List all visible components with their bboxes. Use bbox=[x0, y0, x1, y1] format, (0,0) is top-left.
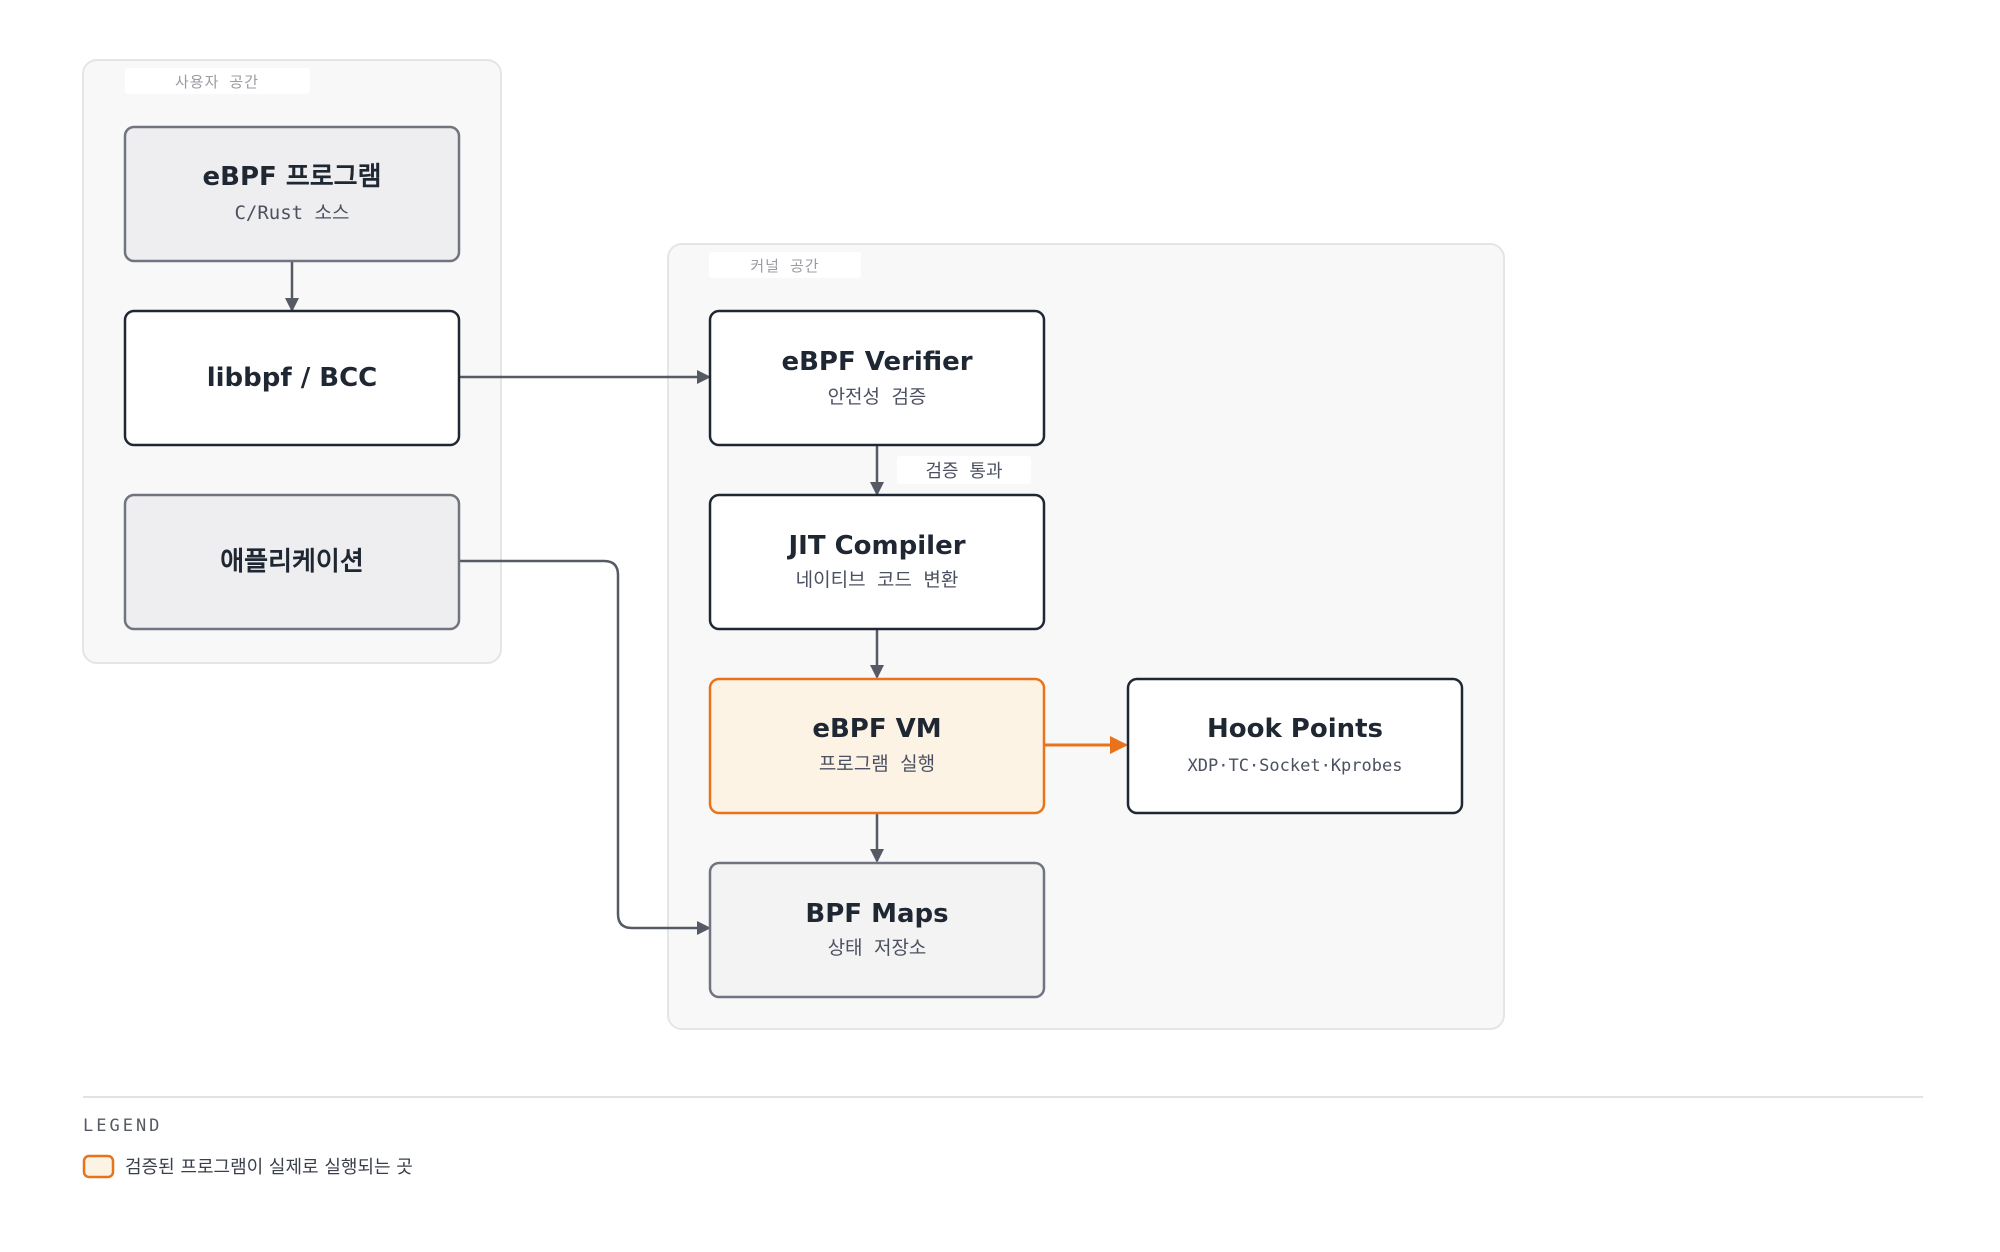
edge-label-verify-pass-text: 검증 통과 bbox=[925, 461, 1002, 482]
node-subtitle: 상태 저장소 bbox=[828, 937, 927, 959]
node-subtitle: XDP·TC·Socket·Kprobes bbox=[1188, 756, 1403, 776]
node-ebpf-vm: eBPF VM 프로그램 실행 bbox=[708, 677, 1046, 815]
node-title: BPF Maps bbox=[805, 899, 948, 929]
node-title: JIT Compiler bbox=[786, 531, 965, 561]
edges bbox=[285, 262, 1128, 935]
node-title: eBPF 프로그램 bbox=[203, 162, 382, 192]
node-application: 애플리케이션 bbox=[123, 493, 461, 631]
legend: LEGEND 검증된 프로그램이 실제로 실행되는 곳 bbox=[82, 1096, 1923, 1179]
node-title: eBPF VM bbox=[812, 714, 941, 744]
node-ebpf-program: eBPF 프로그램 C/Rust 소스 bbox=[123, 125, 461, 263]
legend-title: LEGEND bbox=[83, 1116, 162, 1136]
edge-label-verify-pass: 검증 통과 bbox=[897, 456, 1031, 484]
node-subtitle: 네이티브 코드 변환 bbox=[796, 569, 959, 591]
node-title: 애플리케이션 bbox=[220, 547, 364, 577]
node-ebpf-verifier: eBPF Verifier 안전성 검증 bbox=[708, 309, 1046, 447]
legend-swatch-executed bbox=[82, 1154, 115, 1179]
node-subtitle: 프로그램 실행 bbox=[819, 753, 935, 775]
node-jit-compiler: JIT Compiler 네이티브 코드 변환 bbox=[708, 493, 1046, 631]
node-subtitle: 안전성 검증 bbox=[828, 386, 927, 408]
node-bpf-maps: BPF Maps 상태 저장소 bbox=[708, 861, 1046, 999]
edge-application-to-maps bbox=[460, 559, 711, 935]
node-libbpf-bcc: libbpf / BCC bbox=[123, 309, 461, 447]
legend-item-label: 검증된 프로그램이 실제로 실행되는 곳 bbox=[125, 1157, 413, 1178]
node-subtitle: C/Rust 소스 bbox=[234, 202, 349, 224]
group-label-kernel-space: 커널 공간 bbox=[750, 257, 819, 275]
group-label-user-space: 사용자 공간 bbox=[175, 73, 259, 91]
node-hook-points: Hook Points XDP·TC·Socket·Kprobes bbox=[1126, 677, 1464, 815]
node-title: eBPF Verifier bbox=[781, 347, 972, 377]
node-title: Hook Points bbox=[1207, 714, 1383, 744]
node-title: libbpf / BCC bbox=[207, 363, 378, 393]
